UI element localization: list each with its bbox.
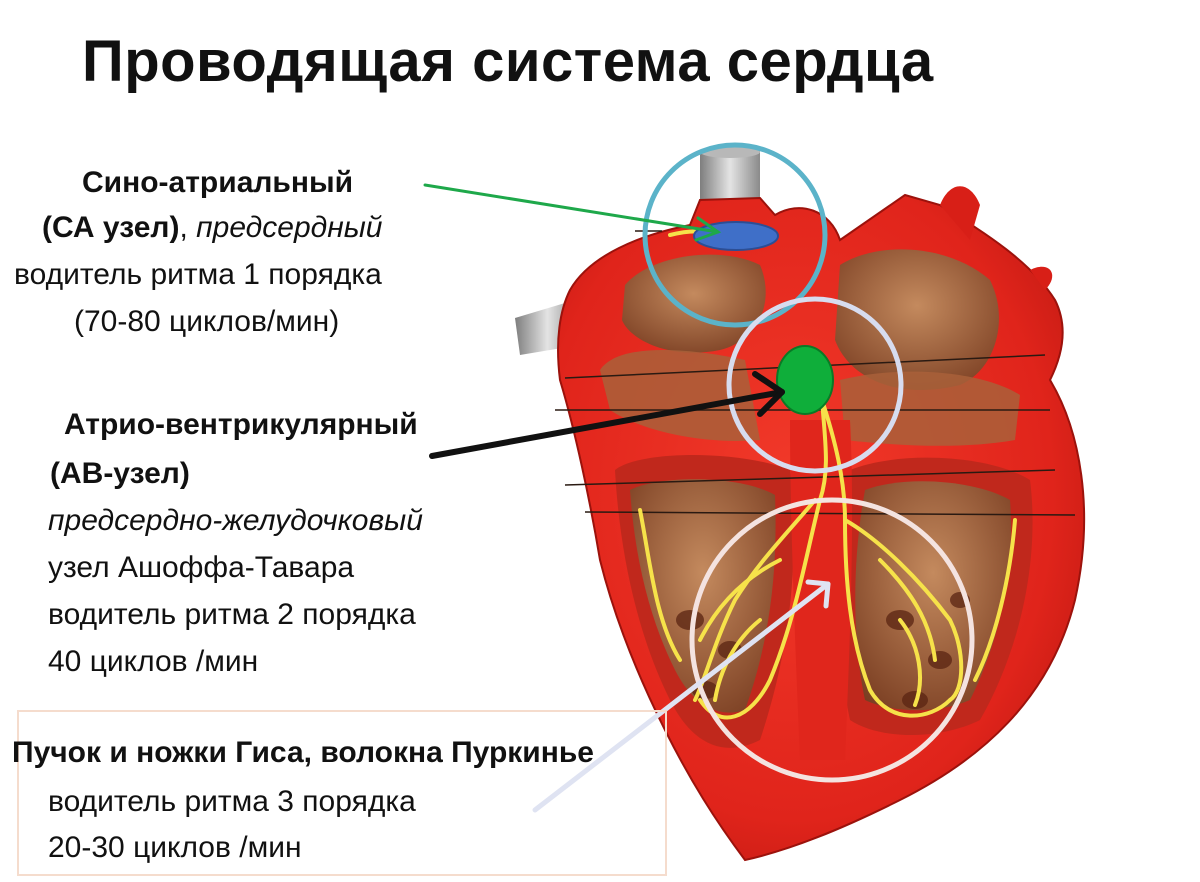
sa-label-rhythm: водитель ритма 1 порядка xyxy=(14,258,382,291)
av-label-rhythm: водитель ритма 2 порядка xyxy=(48,598,416,631)
sa-label-line2: (СА узел), предсердный xyxy=(42,213,382,243)
sa-label-abbr: (СА узел) xyxy=(42,211,180,244)
sa-highlight-circle xyxy=(642,142,828,328)
av-label-italic: предсердно-желудочковый xyxy=(48,504,423,537)
purkinje-fibers xyxy=(638,229,1017,720)
av-label-abbr: (АВ-узел) xyxy=(50,457,190,490)
av-arrow xyxy=(429,371,785,459)
sa-label-italic: предсердный xyxy=(196,211,383,244)
his-label-rhythm: водитель ритма 3 порядка xyxy=(48,785,416,818)
av-node xyxy=(776,345,834,415)
his-highlight-circle xyxy=(689,497,975,783)
av-highlight-circle xyxy=(726,296,904,474)
right-atrium xyxy=(835,249,999,390)
his-label-rate: 20-30 циклов /мин xyxy=(48,831,302,864)
his-label-box xyxy=(17,710,667,876)
av-label-title: Атрио-вентрикулярный xyxy=(64,408,418,441)
av-label-rate: 40 циклов /мин xyxy=(48,645,259,678)
av-label-node-name: узел Ашоффа-Тавара xyxy=(48,551,355,584)
sa-arrow xyxy=(423,183,722,242)
page-title: Проводящая система сердца xyxy=(82,29,934,94)
sa-label-title: Сино-атриальный xyxy=(82,166,354,199)
sa-label-sep: , xyxy=(179,211,188,244)
sa-label-rate: (70-80 циклов/мин) xyxy=(74,305,340,338)
his-label-title: Пучок и ножки Гиса, волокна Пуркинье xyxy=(12,736,594,769)
his-arrow xyxy=(532,579,831,813)
